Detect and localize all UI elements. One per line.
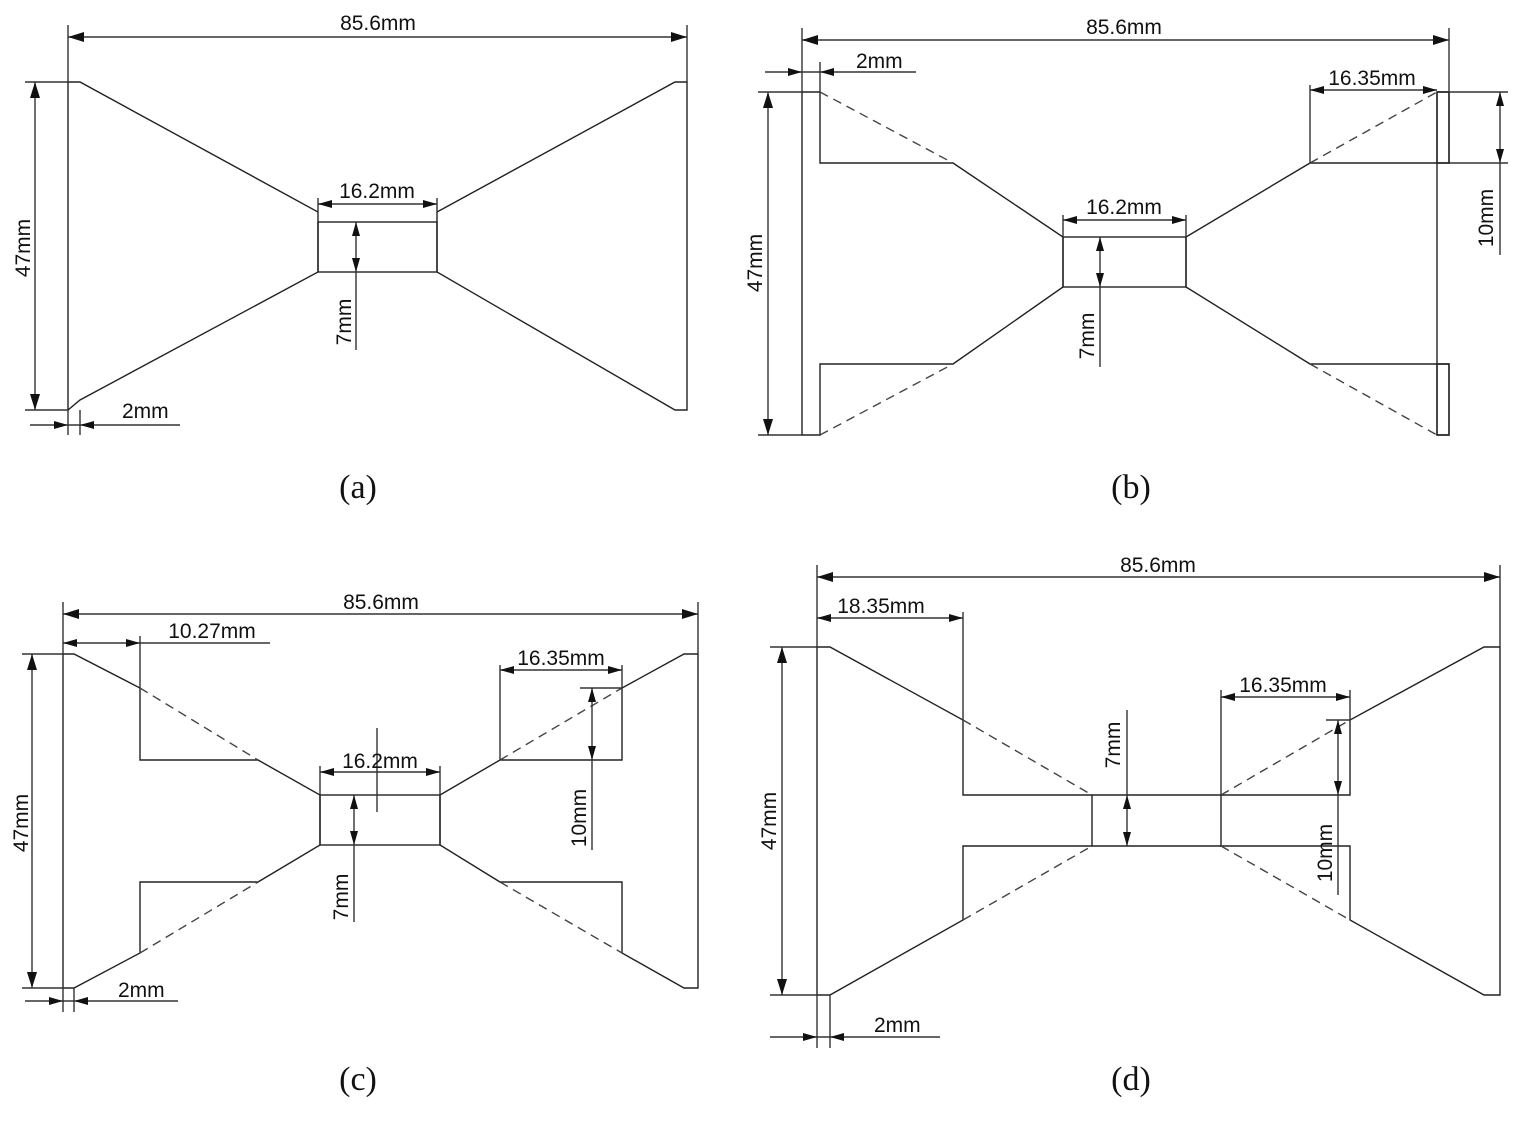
panel-c-neck-height-label: 7mm [330, 874, 353, 921]
panel-d: 85.6mm 18.35mm 16.35mm 7mm 47mm 10mm 2mm… [758, 554, 1501, 1098]
panel-a-neck-height-label: 7mm [333, 299, 356, 346]
panel-c-section [62, 653, 699, 989]
panel-c-left-pocket-width-label: 10.27mm [168, 620, 256, 643]
panel-c-neck-width-label: 16.2mm [342, 750, 418, 773]
panel-a-edge-label: 2mm [122, 400, 169, 423]
panel-b-overall-width-label: 85.6mm [1086, 16, 1162, 39]
panel-c-pocket-width-label: 16.35mm [517, 647, 605, 670]
panel-c-height-label: 47mm [10, 794, 33, 852]
panel-c-caption: (c) [339, 1061, 377, 1098]
panel-a-neck [317, 221, 438, 273]
panel-c: 85.6mm 10.27mm 16.35mm 16.2mm 47mm 10mm … [10, 591, 699, 1098]
panel-a-caption: (a) [339, 469, 377, 506]
panel-a-dimensions [25, 25, 688, 435]
panel-d-pocket-width-label: 16.35mm [1239, 674, 1327, 697]
panel-c-dimensions [22, 602, 699, 1012]
panel-c-pocket-height-label: 10mm [568, 789, 591, 847]
panel-b-neck-height-label: 7mm [1076, 313, 1099, 360]
panel-d-left-pocket-width-label: 18.35mm [837, 595, 925, 618]
panel-b-pocket-height-label: 10mm [1475, 189, 1498, 247]
panel-b: 85.6mm 2mm 16.35mm 47mm 16.2mm 10mm 7mm … [744, 16, 1508, 506]
panel-a-overall-width-label: 85.6mm [340, 12, 416, 35]
panel-d-edge-label: 2mm [874, 1014, 921, 1037]
panel-a: 85.6mm 47mm 16.2mm 7mm 2mm (a) [12, 12, 688, 506]
panel-d-dimensions [770, 565, 1501, 1048]
panel-d-caption: (d) [1111, 1061, 1151, 1098]
panel-b-dimensions [758, 28, 1508, 436]
panel-c-neck [319, 794, 441, 846]
panel-d-section [816, 646, 1501, 996]
panel-a-height-label: 47mm [12, 219, 35, 277]
panel-b-section [801, 91, 1450, 436]
panel-b-neck-width-label: 16.2mm [1086, 196, 1162, 219]
panel-c-edge-label: 2mm [118, 979, 165, 1002]
panel-c-overall-width-label: 85.6mm [343, 591, 419, 614]
panel-b-edge-label: 2mm [856, 50, 903, 73]
panel-a-neck-width-label: 16.2mm [339, 180, 415, 203]
panel-b-pocket-width-label: 16.35mm [1328, 67, 1416, 90]
panel-d-neck-height-label: 7mm [1102, 722, 1125, 769]
panel-b-neck [1062, 236, 1187, 288]
panel-d-pocket-height-label: 10mm [1314, 824, 1337, 882]
panel-b-height-label: 47mm [744, 234, 767, 292]
panel-b-caption: (b) [1111, 469, 1151, 506]
panel-d-height-label: 47mm [758, 792, 781, 850]
panel-a-section [67, 81, 688, 412]
panel-d-overall-width-label: 85.6mm [1120, 554, 1196, 577]
